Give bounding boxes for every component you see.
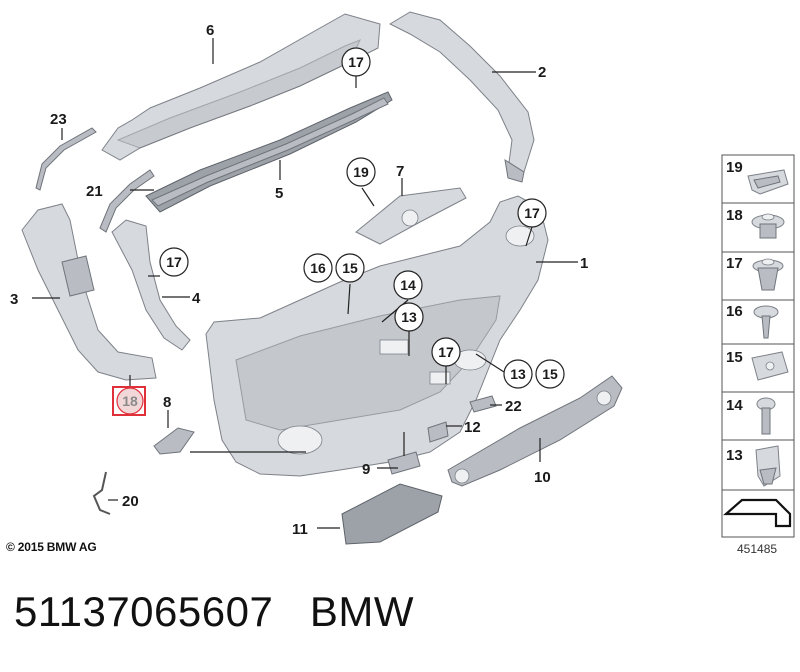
callout-22: 22 xyxy=(505,398,522,415)
callout-21: 21 xyxy=(86,183,103,200)
part-7-bracket xyxy=(355,187,467,245)
callout-7: 7 xyxy=(396,163,404,180)
svg-text:18: 18 xyxy=(122,393,138,409)
legend-number: 17 xyxy=(726,255,743,272)
legend-number: 16 xyxy=(726,303,743,320)
svg-text:14: 14 xyxy=(400,277,416,293)
part-2-side-strip xyxy=(388,11,535,183)
callout-9: 9 xyxy=(362,461,370,478)
callout-12: 12 xyxy=(464,419,481,436)
legend-number: 18 xyxy=(726,207,743,224)
callout-5: 5 xyxy=(275,185,283,202)
part-4-pillar xyxy=(111,219,191,351)
callout-4: 4 xyxy=(192,290,201,307)
part-23-seal xyxy=(35,127,97,191)
part-11-pad xyxy=(341,483,443,545)
highlighted-callout-18: 18 xyxy=(112,386,146,416)
part-12-clip xyxy=(427,421,449,443)
nut-clip-15-icon xyxy=(751,351,789,381)
screw-14-icon xyxy=(756,397,776,435)
circled-callout-14: 14 xyxy=(393,270,423,300)
svg-text:13: 13 xyxy=(401,309,417,325)
svg-text:15: 15 xyxy=(342,260,358,276)
svg-text:17: 17 xyxy=(348,54,364,70)
svg-text:17: 17 xyxy=(524,205,540,221)
fastener-legend: 19 18 17 16 15 14 13 xyxy=(721,154,795,538)
circled-callout-13: 13 xyxy=(394,302,424,332)
callout-10: 10 xyxy=(534,469,551,486)
legend-number: 14 xyxy=(726,397,743,414)
grommet-18-icon xyxy=(751,213,785,239)
leader-lines xyxy=(32,38,578,529)
part-8-latch-cover xyxy=(153,427,195,455)
part-20-wire xyxy=(92,471,111,515)
circled-callout-13: 13 xyxy=(503,359,533,389)
diagram-id: 451485 xyxy=(737,542,778,556)
arrow-icon xyxy=(723,498,792,528)
part-3-left-panel xyxy=(21,203,157,381)
screw-16-icon xyxy=(753,305,779,339)
circled-callout-17: 17 xyxy=(341,47,371,77)
copyright-text: © 2015 BMW AG xyxy=(6,540,97,554)
legend-number: 19 xyxy=(726,159,743,176)
callout-2: 2 xyxy=(538,64,546,81)
callout-1: 1 xyxy=(580,255,588,272)
legend-number: 15 xyxy=(726,349,743,366)
callouts: 6 2 23 21 5 7 1 3 4 8 22 12 9 10 20 11 xyxy=(10,22,588,538)
callout-6: 6 xyxy=(206,22,214,39)
svg-text:17: 17 xyxy=(166,254,182,270)
callout-3: 3 xyxy=(10,291,18,308)
svg-text:19: 19 xyxy=(353,164,369,180)
svg-text:13: 13 xyxy=(510,366,526,382)
part-6-upper-trim xyxy=(101,13,381,161)
part-10-lower-trim xyxy=(447,375,623,487)
svg-text:16: 16 xyxy=(310,260,326,276)
circled-callout-15: 15 xyxy=(535,359,565,389)
callout-23: 23 xyxy=(50,111,67,128)
part-21-seal xyxy=(99,169,155,233)
part-22-clip xyxy=(469,395,497,413)
circled-callout-15: 15 xyxy=(335,253,365,283)
grommet-17-icon xyxy=(752,258,784,291)
clip-19-icon xyxy=(747,169,789,195)
parts-diagram: 6 2 23 21 5 7 1 3 4 8 22 12 9 10 20 11 1… xyxy=(10,11,795,545)
part-5-spoiler xyxy=(145,91,393,213)
part-number: 51137065607 BMW xyxy=(14,588,414,635)
circled-callouts: 17 19 17 17 16 15 14 13 17 13 15 18 xyxy=(112,47,565,416)
svg-text:15: 15 xyxy=(542,366,558,382)
callout-8: 8 xyxy=(163,394,171,411)
circled-callout-17: 17 xyxy=(159,247,189,277)
circled-callout-16: 16 xyxy=(303,253,333,283)
circled-callout-17: 17 xyxy=(431,337,461,367)
callout-11: 11 xyxy=(292,521,308,538)
circled-callout-17: 17 xyxy=(517,198,547,228)
svg-text:17: 17 xyxy=(438,344,454,360)
legend-number: 13 xyxy=(726,447,743,464)
circled-callout-19: 19 xyxy=(346,157,376,187)
callout-20: 20 xyxy=(122,493,139,510)
clip-13-icon xyxy=(755,445,781,487)
